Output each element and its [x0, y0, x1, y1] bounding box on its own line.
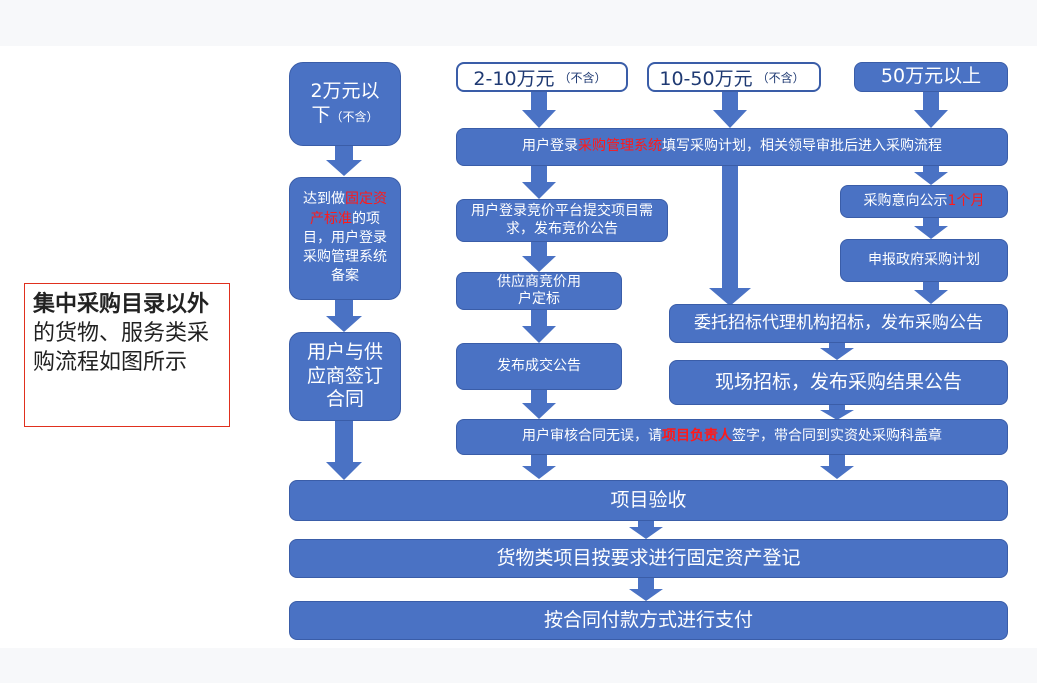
note-text: 的货物、服务类采购流程如图所示	[33, 321, 210, 376]
arrow-agency-to-onsite	[820, 343, 854, 360]
header-10-50w: 10-50万元（不含）	[647, 62, 821, 92]
arrow-contract-to-acceptance	[326, 421, 362, 480]
step-intent-notice-red: 1个月	[947, 192, 985, 209]
step-onsite: 现场招标，发布采购结果公告	[669, 360, 1008, 405]
step-fixed-asset-post: 的项目，用户登录采购管理系统备案	[303, 210, 387, 285]
step-bid-platform-text: 用户登录竞价平台提交项目需求，发布竞价公告	[471, 203, 653, 237]
step-register-text: 货物类项目按要求进行固定资产登记	[496, 546, 801, 569]
arrow-plan-to-bid	[522, 166, 556, 199]
step-onsite-text: 现场招标，发布采购结果公告	[714, 370, 962, 393]
step-register: 货物类项目按要求进行固定资产登记	[289, 539, 1008, 578]
arrow-onsite-to-audit	[820, 405, 854, 420]
step-intent-notice-pre: 采购意向公示	[863, 192, 948, 209]
note-bold: 集中采购目录以外	[33, 292, 210, 317]
arrow-bid-to-supplier	[522, 242, 556, 272]
step-intent-notice: 采购意向公示1个月	[840, 185, 1008, 218]
step-deal-notice-text: 发布成交公告	[497, 357, 581, 374]
step-agency: 委托招标代理机构招标，发布采购公告	[669, 304, 1008, 343]
top-band	[0, 0, 1037, 46]
step-login-plan-post: 填写采购计划，相关领导审批后进入采购流程	[662, 138, 942, 155]
header-2w: 2万元以 下（不含）	[289, 62, 401, 146]
step-audit-red: 项目负责人	[662, 428, 732, 445]
arrow-supplier-to-deal	[522, 310, 556, 343]
arrow-intent-to-gov	[914, 218, 948, 239]
step-acceptance: 项目验收	[289, 480, 1008, 521]
arrow-deal-to-audit	[522, 390, 556, 419]
step-payment-text: 按合同付款方式进行支付	[543, 608, 753, 631]
step-payment: 按合同付款方式进行支付	[289, 601, 1008, 640]
arrow-fixed-asset-to-contract	[326, 300, 362, 332]
step-deal-notice: 发布成交公告	[456, 343, 622, 390]
step-supplier-bid-text: 供应商竞价用户定标	[497, 274, 581, 307]
arrow-acceptance-to-register	[629, 521, 663, 539]
step-sign-contract-text: 用户与供应商签订合同	[306, 340, 383, 411]
arrow-gov-to-agency	[914, 282, 948, 304]
header-2w-line2: 下	[311, 104, 331, 126]
step-login-plan-red: 采购管理系统	[578, 138, 662, 155]
arrow-h1-to-fixed-asset	[326, 146, 362, 176]
step-acceptance-text: 项目验收	[610, 488, 687, 511]
arrow-plan-to-agency	[709, 166, 751, 306]
arrow-plan-to-intent	[914, 166, 948, 185]
step-login-plan: 用户登录采购管理系统填写采购计划，相关领导审批后进入采购流程	[456, 128, 1008, 166]
step-supplier-bid: 供应商竞价用户定标	[456, 272, 622, 310]
step-gov-plan-text: 申报政府采购计划	[868, 251, 980, 268]
step-agency-text: 委托招标代理机构招标，发布采购公告	[694, 312, 983, 333]
header-50w-plus: 50万元以上	[854, 62, 1008, 92]
header-2w-main: 2万元以	[310, 80, 380, 103]
step-fixed-asset-red: 固定资产标准	[310, 191, 387, 227]
step-login-plan-pre: 用户登录	[522, 138, 578, 155]
arrow-audit-to-acceptance-left	[522, 455, 556, 479]
arrow-audit-to-acceptance-right	[820, 455, 854, 479]
step-fixed-asset: 达到做固定资产标准的项目，用户登录采购管理系统备案	[289, 177, 401, 300]
step-audit-post: 签字，带合同到实资处采购科盖章	[732, 428, 942, 445]
header-2-10w-main: 2-10万元	[473, 67, 555, 90]
arrow-register-to-payment	[629, 578, 663, 601]
step-bid-platform: 用户登录竞价平台提交项目需求，发布竞价公告	[456, 199, 668, 242]
arrow-h3-to-plan	[713, 90, 747, 128]
header-2w-suffix: （不含）	[330, 110, 379, 124]
step-audit: 用户审核合同无误，请项目负责人签字，带合同到实资处采购科盖章	[456, 419, 1008, 455]
arrow-h4-to-plan	[914, 90, 948, 128]
header-10-50w-main: 10-50万元	[659, 67, 753, 90]
header-10-50w-suffix: （不含）	[756, 70, 805, 85]
header-2-10w-suffix: （不含）	[558, 70, 607, 85]
arrow-h2-to-plan	[522, 90, 556, 128]
step-fixed-asset-pre: 达到做	[303, 191, 345, 208]
header-50w-plus-main: 50万元以上	[880, 65, 982, 88]
step-sign-contract: 用户与供应商签订合同	[289, 332, 401, 421]
header-2-10w: 2-10万元（不含）	[456, 62, 628, 92]
step-audit-pre: 用户审核合同无误，请	[522, 428, 662, 445]
bottom-band	[0, 648, 1037, 683]
step-gov-plan: 申报政府采购计划	[840, 239, 1008, 282]
process-note: 集中采购目录以外的货物、服务类采购流程如图所示	[24, 283, 230, 427]
